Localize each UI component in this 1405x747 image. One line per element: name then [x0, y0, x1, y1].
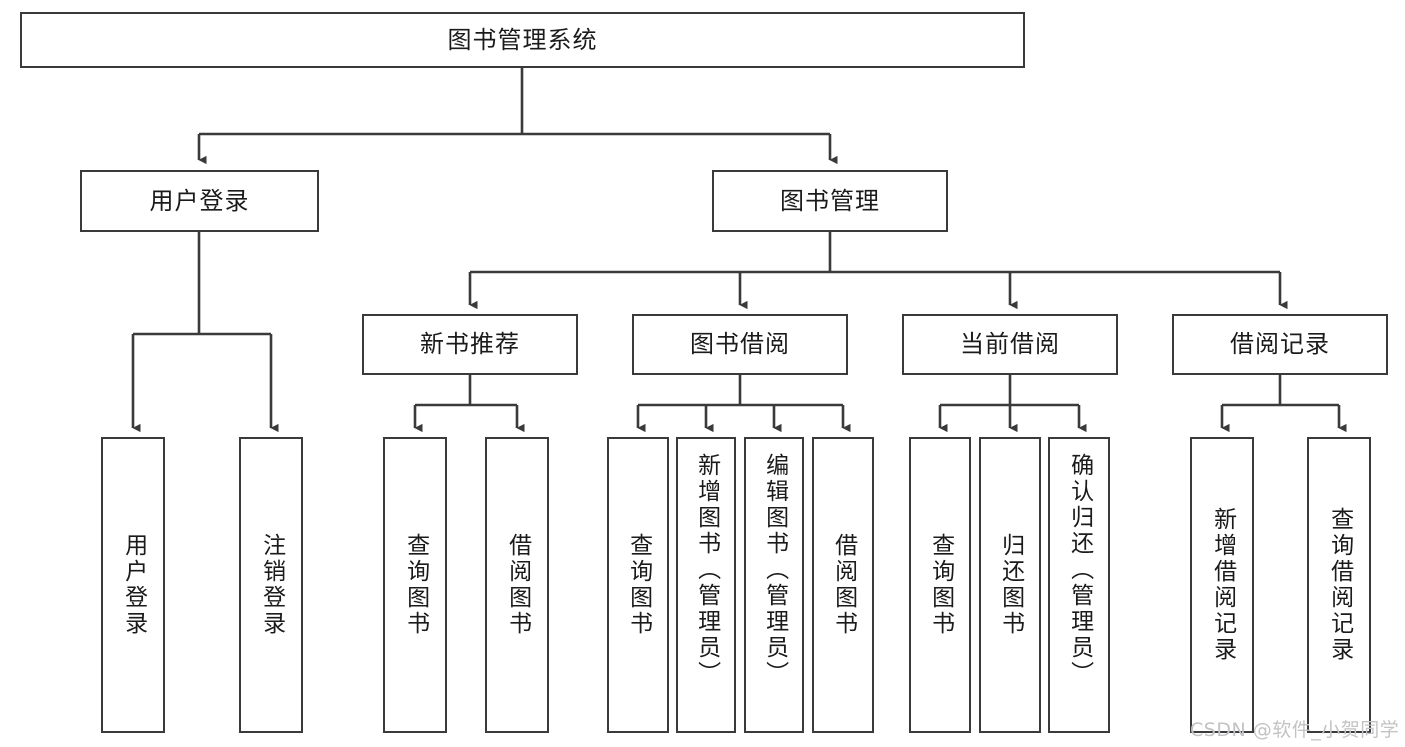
node-label: 编辑图书（管理员） — [761, 453, 788, 687]
node-label: 确认归还（管理员） — [1066, 453, 1093, 687]
node-label: 图书管理 — [780, 186, 880, 215]
node-leaf-return-book[interactable]: 归还图书 — [979, 437, 1041, 733]
node-book-management[interactable]: 图书管理 — [712, 170, 948, 232]
node-label: 归还图书 — [997, 533, 1024, 637]
node-leaf-logout[interactable]: 注销登录 — [239, 437, 303, 733]
node-label: 借阅图书 — [504, 533, 531, 637]
node-leaf-query-book-recommend[interactable]: 查询图书 — [383, 437, 447, 733]
node-label: 图书管理系统 — [447, 25, 598, 54]
node-leaf-query-borrow-record[interactable]: 查询借阅记录 — [1307, 437, 1371, 733]
node-label: 查询图书 — [625, 533, 652, 637]
node-leaf-query-book-borrow[interactable]: 查询图书 — [607, 437, 669, 733]
node-leaf-borrow-book-recommend[interactable]: 借阅图书 — [485, 437, 549, 733]
node-user-login[interactable]: 用户登录 — [80, 170, 319, 232]
node-label: 新增图书（管理员） — [693, 453, 720, 687]
node-current-borrow[interactable]: 当前借阅 — [902, 314, 1118, 375]
node-leaf-add-borrow-record[interactable]: 新增借阅记录 — [1190, 437, 1254, 733]
node-leaf-query-book-current[interactable]: 查询图书 — [909, 437, 971, 733]
node-borrow-record[interactable]: 借阅记录 — [1172, 314, 1388, 375]
node-label: 用户登录 — [149, 186, 250, 215]
node-leaf-borrow-book[interactable]: 借阅图书 — [812, 437, 874, 733]
node-label: 图书借阅 — [690, 330, 790, 359]
node-label: 新增借阅记录 — [1209, 507, 1236, 663]
node-label: 新书推荐 — [420, 330, 520, 359]
node-label: 查询借阅记录 — [1326, 507, 1353, 663]
node-label: 用户登录 — [120, 533, 147, 637]
node-leaf-edit-book-admin[interactable]: 编辑图书（管理员） — [744, 437, 804, 733]
node-new-book-recommend[interactable]: 新书推荐 — [362, 314, 578, 375]
node-leaf-confirm-return-admin[interactable]: 确认归还（管理员） — [1048, 437, 1110, 733]
node-leaf-add-book-admin[interactable]: 新增图书（管理员） — [676, 437, 736, 733]
node-book-borrow[interactable]: 图书借阅 — [632, 314, 848, 375]
node-label: 借阅图书 — [830, 533, 857, 637]
node-root-book-management-system[interactable]: 图书管理系统 — [20, 12, 1025, 68]
node-label: 查询图书 — [402, 533, 429, 637]
node-label: 当前借阅 — [960, 330, 1060, 359]
node-label: 借阅记录 — [1230, 330, 1330, 359]
node-leaf-user-login[interactable]: 用户登录 — [101, 437, 165, 733]
csdn-watermark: CSDN @软件_小贺同学 — [1190, 719, 1400, 741]
node-label: 查询图书 — [927, 533, 954, 637]
node-label: 注销登录 — [258, 533, 285, 637]
